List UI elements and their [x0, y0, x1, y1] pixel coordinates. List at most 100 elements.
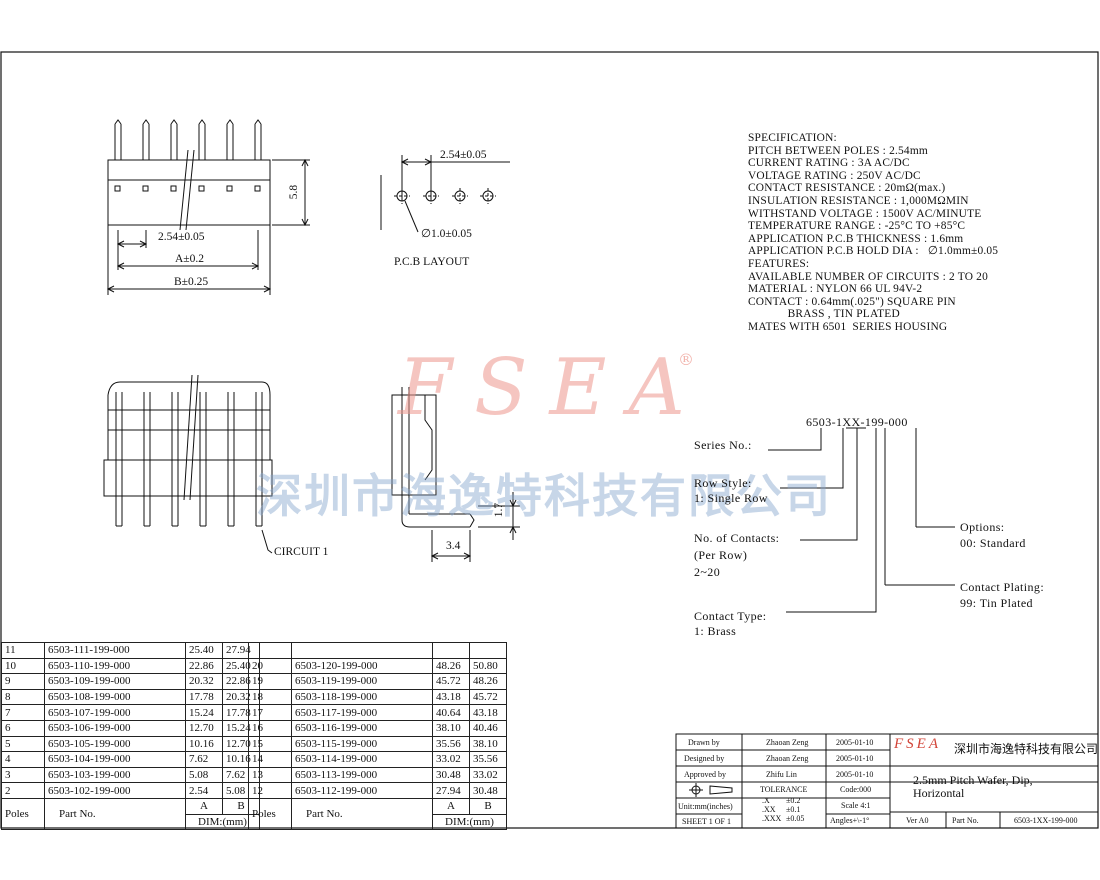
circuit-label: CIRCUIT 1 [274, 546, 329, 558]
designed-by-label: Designed by [684, 754, 725, 763]
spec-line: APPLICATION P.C.B HOLD DIA : ∅1.0mm±0.05 [748, 245, 999, 258]
spec-line: INSULATION RESISTANCE : 1,000MΩMIN [748, 194, 969, 207]
part-code-leaders [768, 427, 955, 613]
table-cell: 6503-116-199-000 [291, 719, 433, 737]
table-cell: 9 [1, 673, 45, 690]
table-cell: 43.18 [469, 704, 507, 721]
header-dim: DIM:(mm) [185, 813, 260, 831]
specification-block: SPECIFICATION:PITCH BETWEEN POLES : 2.54… [748, 132, 998, 334]
table-cell: 6503-118-199-000 [291, 688, 433, 706]
header-part-no: Part No. [44, 797, 186, 831]
table-cell: 33.02 [432, 751, 470, 768]
table-cell: 6503-117-199-000 [291, 704, 433, 721]
table-cell: 14 [248, 751, 292, 768]
table-cell: 48.26 [432, 657, 470, 675]
table-cell: 6503-119-199-000 [291, 673, 433, 690]
table-cell [248, 642, 292, 659]
table-cell: 11 [1, 642, 45, 659]
table-cell: 6503-115-199-000 [291, 735, 433, 753]
part-no-value: 6503-1XX-199-000 [1014, 816, 1078, 825]
spec-line: APPLICATION P.C.B THICKNESS : 1.6mm [748, 232, 964, 245]
table-cell [432, 642, 470, 659]
table-cell: 7.62 [185, 751, 223, 768]
table-cell: 6503-110-199-000 [44, 657, 186, 675]
approved-by-label: Approved by [684, 770, 726, 779]
table-cell: 6503-104-199-000 [44, 751, 186, 768]
pitch-dim: 2.54±0.05 [158, 231, 205, 243]
watermark-company: 深圳市海逸特科技有限公司 [256, 469, 832, 523]
watermark-registered: ® [678, 350, 694, 369]
table-cell: 50.80 [469, 657, 507, 675]
table-cell: 6503-111-199-000 [44, 642, 186, 659]
contact-type-block: Contact Type: 1: Brass [694, 609, 767, 638]
spec-line: BRASS , TIN PLATED [748, 308, 900, 321]
designed-date: 2005-01-10 [836, 754, 874, 763]
table-cell: 35.56 [432, 735, 470, 753]
table-cell [291, 642, 433, 659]
spec-line: VOLTAGE RATING : 250V AC/DC [748, 169, 921, 182]
dim-b: B±0.25 [174, 276, 209, 288]
pcb-pitch-dim: 2.54±0.05 [440, 149, 487, 161]
table-cell: 38.10 [432, 719, 470, 737]
table-cell: 15 [248, 735, 292, 753]
approved-name: Zhifu Lin [766, 770, 797, 779]
table-cell: 30.48 [432, 766, 470, 784]
table-cell: 45.72 [432, 673, 470, 690]
tol-xxx: .XXX [762, 814, 782, 823]
table-cell: 6503-106-199-000 [44, 719, 186, 737]
table-cell: 2.54 [185, 782, 223, 799]
spec-line: PITCH BETWEEN POLES : 2.54mm [748, 144, 928, 157]
table-cell: 15.24 [185, 704, 223, 721]
table-cell: 6503-113-199-000 [291, 766, 433, 784]
table-cell: 12.70 [185, 719, 223, 737]
plating-block: Contact Plating: 99: Tin Plated [960, 580, 1045, 610]
tol-x-value: ±0.2 [786, 796, 801, 805]
scale-label: Scale 4:1 [841, 801, 871, 810]
table-cell: 13 [248, 766, 292, 784]
header-b: B [469, 797, 507, 815]
front-view [106, 119, 310, 295]
table-cell: 22.86 [185, 657, 223, 675]
table-header-row: DIM:(mm) [249, 813, 507, 831]
table-cell: 27.94 [432, 782, 470, 799]
bottom-view [103, 374, 273, 554]
table-cell: 8 [1, 688, 45, 706]
table-cell: 17.78 [185, 688, 223, 706]
approved-date: 2005-01-10 [836, 770, 874, 779]
fsea-logo: FSEA [894, 736, 941, 752]
watermark-logo: FSEA [398, 343, 707, 433]
header-part-no: Part No. [291, 797, 433, 831]
spec-line: MATERIAL : NYLON 66 UL 94V-2 [748, 283, 923, 296]
table-cell: 10 [1, 657, 45, 675]
table-cell: 2 [1, 782, 45, 799]
table-cell: 3 [1, 766, 45, 784]
table-cell: 40.46 [469, 719, 507, 737]
sheet-label: SHEET 1 OF 1 [682, 817, 731, 826]
table-cell: 6503-105-199-000 [44, 735, 186, 753]
designed-name: Zhaoan Zeng [766, 754, 809, 763]
series-label: Series No.: [694, 438, 752, 452]
header-a: A [185, 797, 223, 815]
side-view [391, 387, 520, 562]
spec-line: AVAILABLE NUMBER OF CIRCUITS : 2 TO 20 [748, 270, 988, 283]
table-cell: 20 [248, 657, 292, 675]
table-cell: 6503-120-199-000 [291, 657, 433, 675]
title-block-grid [675, 733, 1099, 829]
pcb-layout-drawing [380, 155, 510, 233]
table-cell: 30.48 [469, 782, 507, 799]
header-a: A [432, 797, 470, 815]
options-block: Options: 00: Standard [960, 520, 1026, 550]
table-cell [469, 642, 507, 659]
header-poles: Poles [1, 797, 45, 831]
spec-line: MATES WITH 6501 SERIES HOUSING [748, 320, 948, 333]
